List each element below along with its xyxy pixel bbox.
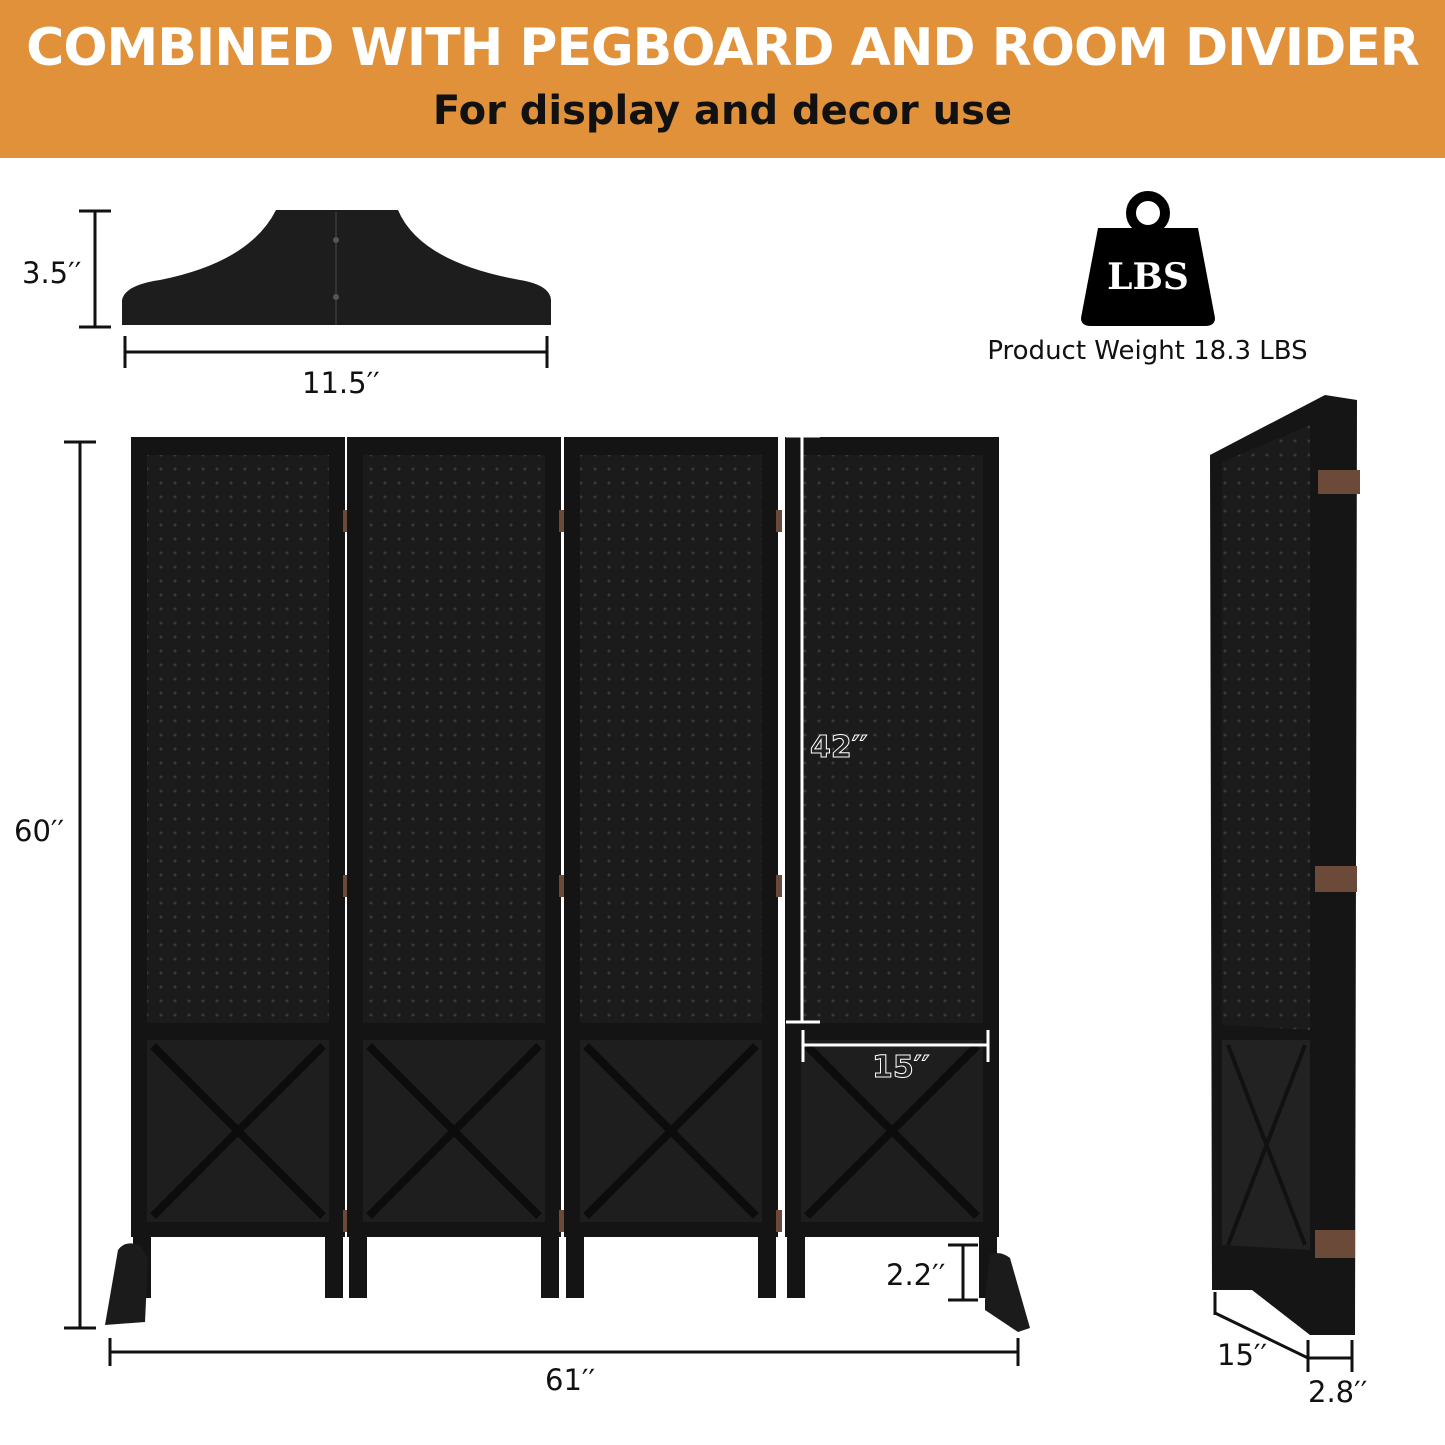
foot-width-label: 11.5′′ xyxy=(302,366,380,400)
product-weight-label: Product Weight 18.3 LBS xyxy=(987,336,1308,366)
hinge xyxy=(559,510,565,532)
subheadline: For display and decor use xyxy=(432,88,1013,134)
pegboard-dimension-lines xyxy=(786,434,990,1062)
hinge xyxy=(776,1210,782,1232)
hinge xyxy=(776,875,782,897)
pegboard-area xyxy=(580,455,762,1023)
pegboard-area xyxy=(801,455,983,1023)
hinge xyxy=(559,875,565,897)
hinge xyxy=(559,1210,565,1232)
side-thickness-label: 2.8′′ xyxy=(1308,1375,1368,1409)
hinge xyxy=(343,1210,349,1232)
divider-panel xyxy=(131,437,349,1298)
headline: COMBINED WITH PEGBOARD AND ROOM DIVIDER xyxy=(26,18,1420,78)
hinge xyxy=(776,510,782,532)
hinge xyxy=(343,510,349,532)
panel-width-label: 15′′ xyxy=(872,1050,931,1086)
pegboard-height-label: 42′′ xyxy=(810,730,869,766)
header-banner: COMBINED WITH PEGBOARD AND ROOM DIVIDER … xyxy=(0,0,1445,158)
side-view-folded xyxy=(1210,395,1360,1335)
leg-height-label: 2.2′′ xyxy=(886,1258,946,1292)
divider-panel xyxy=(347,437,565,1298)
main-dimension-lines xyxy=(64,440,1020,1366)
left-foot xyxy=(105,1243,148,1325)
pegboard-area xyxy=(147,455,329,1023)
divider-panel xyxy=(785,437,999,1298)
side-depth-label: 15′′ xyxy=(1217,1338,1268,1372)
foot-height-label: 3.5′′ xyxy=(22,256,82,290)
weight-icon xyxy=(1081,191,1215,326)
foot-dimension-lines xyxy=(79,209,549,368)
hinge xyxy=(343,875,349,897)
right-foot xyxy=(985,1253,1030,1332)
weight-icon-text: LBS xyxy=(1107,256,1189,298)
side-dimension-lines xyxy=(1213,1292,1354,1372)
divider-panel xyxy=(564,437,782,1298)
total-height-label: 60′′ xyxy=(14,814,65,848)
total-width-label: 61′′ xyxy=(545,1363,596,1397)
pegboard-area xyxy=(363,455,545,1023)
